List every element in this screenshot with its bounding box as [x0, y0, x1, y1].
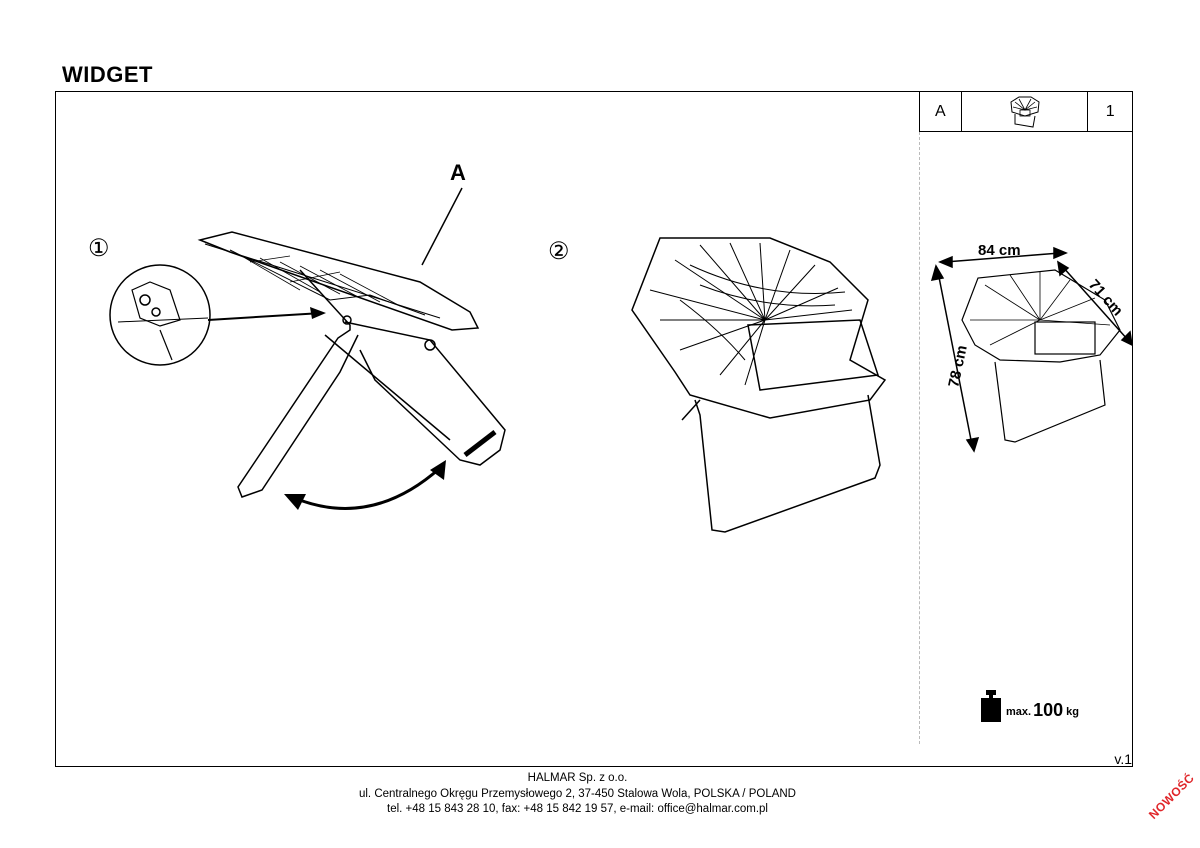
- dimension-chair-drawing: [961, 269, 1121, 443]
- max-load-indicator: max. 100 kg: [980, 688, 1079, 722]
- arrow-head: [430, 460, 446, 480]
- parts-table: A 1: [919, 91, 1133, 132]
- max-load-prefix: max.: [1006, 706, 1032, 718]
- detail-arrowhead: [310, 307, 326, 319]
- dimension-width: 84 cm: [978, 242, 1021, 259]
- hinge-detail-magnifier: [109, 264, 211, 366]
- version-label: v.1: [1114, 751, 1132, 767]
- dimension-height: 78 cm: [945, 344, 970, 389]
- part-quantity: 1: [1105, 102, 1115, 120]
- max-load-value: 100: [1033, 700, 1064, 720]
- footer-contact: tel. +48 15 843 28 10, fax: +48 15 842 1…: [387, 803, 768, 815]
- arrow-tail-head: [284, 494, 306, 510]
- part-a-callout-label: A: [450, 160, 466, 185]
- side-panel-divider: [919, 132, 920, 744]
- detail-pointer-arrow: [207, 312, 323, 321]
- step-2-number: ②: [548, 237, 570, 265]
- weight-icon: [981, 690, 1001, 722]
- part-a-leader-line: [421, 187, 463, 266]
- max-load-unit: kg: [1066, 706, 1079, 718]
- chair-thumbnail-icon: [1009, 96, 1040, 128]
- folded-chair-drawing: [197, 231, 506, 498]
- part-letter: A: [920, 92, 962, 131]
- part-thumbnail: [962, 92, 1089, 131]
- footer-company: HALMAR Sp. z o.o.: [527, 772, 628, 784]
- page-title: WIDGET: [62, 62, 153, 87]
- footer: HALMAR Sp. z o.o. ul. Centralnego Okręgu…: [0, 771, 1155, 818]
- dimension-lines: [930, 246, 1133, 453]
- open-chair-drawing: [631, 237, 887, 533]
- step-1-number: ①: [88, 234, 110, 262]
- unfold-rotation-arrow: [291, 466, 441, 510]
- instruction-frame: [55, 91, 1133, 767]
- footer-address: ul. Centralnego Okręgu Przemysłowego 2, …: [358, 787, 796, 800]
